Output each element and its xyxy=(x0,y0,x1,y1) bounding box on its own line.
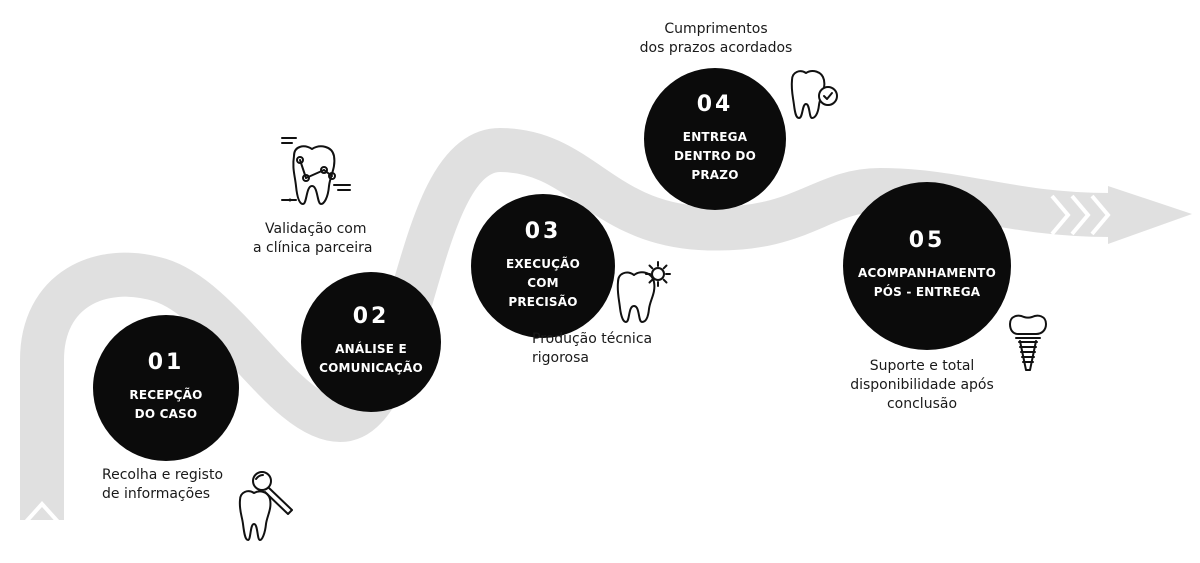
step-05-title-line-1: ACOMPANHAMENTO xyxy=(858,266,996,280)
step-03-number: 03 xyxy=(524,218,562,244)
step-02-title-line-2: COMUNICAÇÃO xyxy=(319,361,423,375)
step-03-caption-line-2: rigorosa xyxy=(532,350,589,366)
step-04-title-line-1: ENTREGA xyxy=(682,129,748,144)
step-02-caption: Validação com a clínica parceira xyxy=(253,220,372,258)
step-05-title-line-2: PÓS - ENTREGA xyxy=(873,285,981,299)
step-02-circle: 02 ANÁLISE E COMUNICAÇÃO xyxy=(301,272,441,412)
step-04-caption-line-1: Cumprimentos xyxy=(664,21,768,37)
step-03-title-line-1: EXECUÇÃO xyxy=(505,256,581,271)
road-end-arrow xyxy=(1108,186,1192,244)
step-02-number: 02 xyxy=(352,304,390,329)
step-02-caption-line-2: a clínica parceira xyxy=(253,240,373,256)
tooth-gear-icon xyxy=(616,261,671,323)
step-05-number: 05 xyxy=(908,228,946,253)
step-03-circle: 03 EXECUÇÃO COM PRECISÃO xyxy=(471,194,615,338)
step-04-circle: 04 ENTREGA DENTRO DO PRAZO xyxy=(644,68,786,210)
road-path xyxy=(20,128,1111,520)
step-04-caption: Cumprimentos dos prazos acordados xyxy=(626,20,806,58)
tooth-check-icon xyxy=(790,70,838,119)
step-03-title-line-2: COM xyxy=(527,275,559,290)
step-05-caption-line-1: Suporte e total xyxy=(869,358,975,374)
step-04-title-line-2: DENTRO DO xyxy=(674,148,756,163)
road-chevrons xyxy=(1050,194,1111,236)
step-04-title-line-3: PRAZO xyxy=(691,167,739,182)
tooth-magnifier-icon xyxy=(238,471,293,541)
step-03-caption-line-1: Produção técnica xyxy=(532,331,653,347)
step-05-caption: Suporte e total disponibilidade após con… xyxy=(832,357,1012,414)
step-02-title-line-1: ANÁLISE E xyxy=(335,342,407,356)
step-01-title-line-2: DO CASO xyxy=(134,407,198,421)
step-01-caption-line-1: Recolha e registo xyxy=(102,467,224,483)
step-03-caption: Produção técnica rigorosa xyxy=(532,330,652,368)
step-01-circle: 01 RECEPÇÃO DO CASO xyxy=(93,315,239,461)
dental-implant-icon xyxy=(1009,314,1047,371)
step-04-number: 04 xyxy=(696,91,734,117)
step-05-caption-line-2: disponibilidade após xyxy=(850,377,994,393)
step-05-caption-line-3: conclusão xyxy=(886,396,958,412)
tooth-network-icon xyxy=(281,137,351,205)
step-05-circle: 05 ACOMPANHAMENTO PÓS - ENTREGA xyxy=(843,182,1011,350)
step-04-caption-line-2: dos prazos acordados xyxy=(639,40,793,56)
step-03-title-line-3: PRECISÃO xyxy=(508,294,578,309)
step-01-caption-line-2: de informações xyxy=(102,486,211,502)
road-start-chevron xyxy=(22,501,62,526)
step-01-number: 01 xyxy=(147,350,185,375)
step-01-caption: Recolha e registo de informações xyxy=(102,466,223,504)
step-02-caption-line-1: Validação com xyxy=(265,221,367,237)
step-01-title-line-1: RECEPÇÃO xyxy=(129,388,203,402)
